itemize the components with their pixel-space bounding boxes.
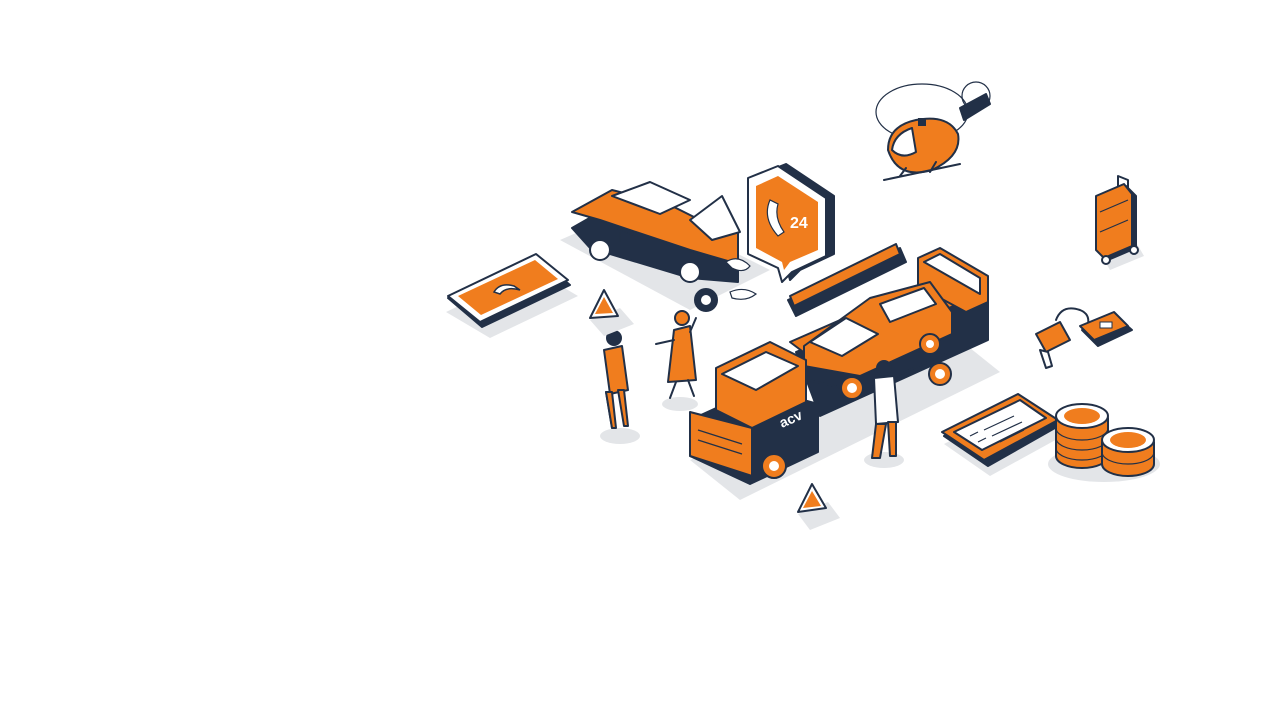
suitcase-icon <box>1095 175 1144 270</box>
tablet-phone-icon <box>446 253 578 338</box>
car-key-icon <box>1035 307 1133 369</box>
tow-truck-icon: acv <box>689 243 1000 500</box>
helicopter-icon <box>875 81 991 181</box>
broken-car-icon <box>560 181 770 312</box>
euro-coins-icon <box>1048 403 1160 482</box>
phone-24-icon: 24 <box>747 163 835 283</box>
person-woman-phone <box>655 310 698 411</box>
person-man-truck <box>864 360 904 468</box>
warning-triangle-icon-2 <box>797 483 840 530</box>
hotline-number: 24 <box>790 215 808 232</box>
warning-triangle-icon <box>589 289 634 336</box>
person-man-left <box>600 330 640 444</box>
